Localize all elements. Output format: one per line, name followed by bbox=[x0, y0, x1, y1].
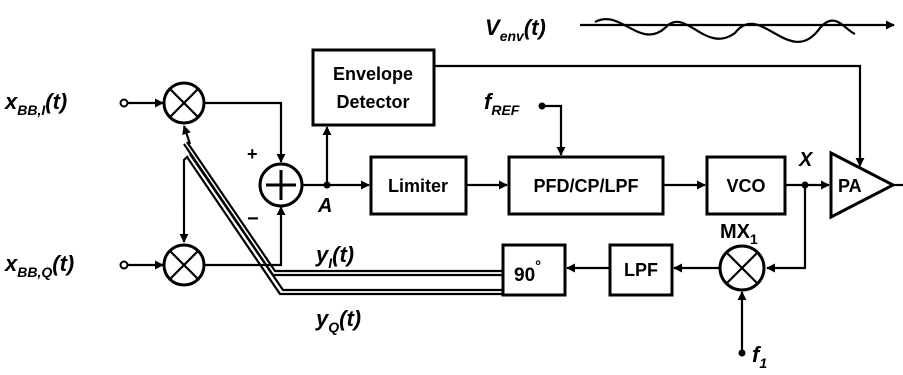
pfd-cp-lpf-block bbox=[507, 155, 665, 216]
lpf-label: LPF bbox=[624, 260, 658, 280]
xbbq-label: xBB,Q(t) bbox=[4, 251, 74, 280]
fref-wire bbox=[542, 104, 566, 156]
phase-shifter-label: 90° bbox=[514, 258, 541, 286]
xbbi-label: xBB,I(t) bbox=[4, 89, 67, 118]
envelope-detector-label-2: Detector bbox=[336, 92, 409, 112]
mixer-i-to-summer-wire bbox=[204, 101, 286, 163]
yq-to-mixer-q-wire bbox=[182, 155, 189, 215]
vco-block bbox=[705, 155, 787, 216]
summer-minus-sign: − bbox=[247, 208, 259, 230]
yi-to-mixer-i-arrow bbox=[182, 125, 192, 145]
node-a-label: A bbox=[317, 195, 332, 217]
mixer-q-icon bbox=[162, 243, 206, 287]
xbbq-terminal bbox=[119, 260, 129, 270]
f1-label: f1 bbox=[752, 342, 767, 371]
node-x-label: X bbox=[798, 149, 814, 171]
mx1-label: MX1 bbox=[720, 221, 758, 247]
envelope-detector-block bbox=[311, 48, 436, 127]
limiter-label: Limiter bbox=[388, 176, 448, 196]
xbbi-terminal bbox=[119, 98, 129, 108]
pa-label: PA bbox=[838, 176, 862, 196]
mixer-q-to-summer-wire bbox=[204, 206, 286, 267]
envelope-detector-label-1: Envelope bbox=[333, 64, 413, 84]
summer-icon bbox=[258, 162, 304, 208]
mx1-mixer-icon bbox=[718, 244, 766, 292]
venv-label: Venv(t) bbox=[485, 15, 546, 44]
venv-waveform bbox=[594, 18, 856, 43]
x-to-mx1-wire bbox=[766, 185, 807, 273]
yq-label: yQ(t) bbox=[315, 306, 361, 335]
mixer-i-icon bbox=[162, 81, 206, 125]
yi-label: yI(t) bbox=[315, 242, 354, 271]
pa-amplifier bbox=[829, 150, 897, 220]
detector-to-pa-wire bbox=[434, 64, 865, 167]
summer-plus-sign: + bbox=[247, 144, 258, 164]
fref-label: fREF bbox=[484, 89, 520, 118]
lpf-block bbox=[608, 243, 674, 297]
vco-label: VCO bbox=[726, 176, 765, 196]
pfd-cp-lpf-label: PFD/CP/LPF bbox=[533, 176, 638, 196]
yq-line bbox=[186, 153, 503, 296]
